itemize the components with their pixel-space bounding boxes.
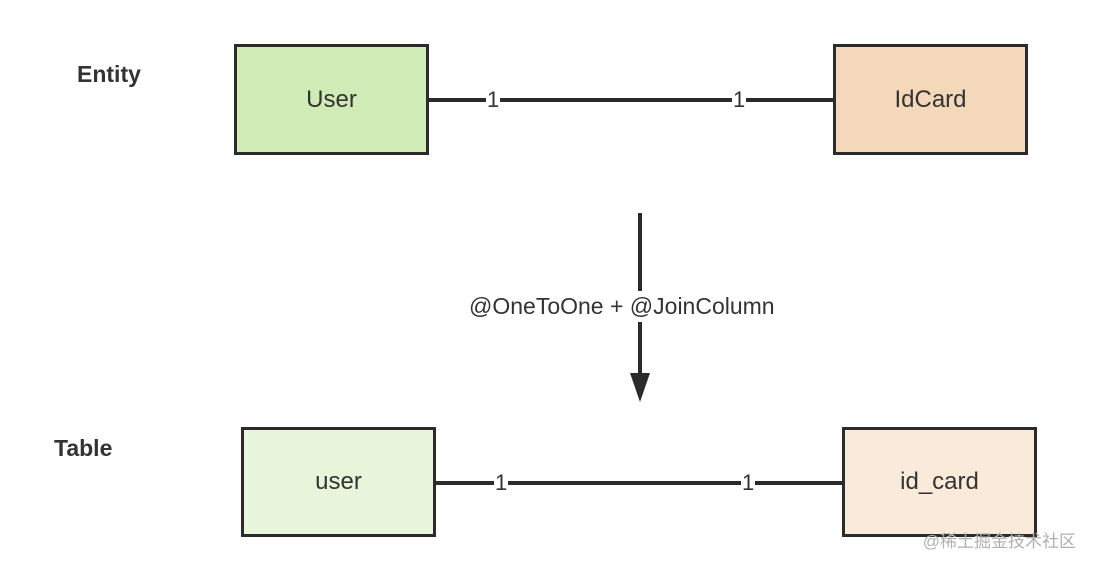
- entity-user-label: User: [306, 85, 357, 113]
- table-user-label: user: [315, 468, 362, 495]
- entity-right-cardinality: 1: [732, 87, 747, 112]
- entity-row-label: Entity: [77, 61, 141, 87]
- entity-idcard-box: IdCard: [833, 44, 1028, 155]
- table-user-box: user: [241, 427, 436, 537]
- table-left-cardinality: 1: [494, 470, 509, 495]
- entity-idcard-label: IdCard: [894, 85, 967, 113]
- table-right-cardinality: 1: [741, 470, 756, 495]
- watermark: @稀土掘金技术社区: [922, 532, 1076, 551]
- entity-left-cardinality: 1: [486, 87, 501, 112]
- entity-relation-line: [429, 98, 833, 102]
- table-idcard-box: id_card: [842, 427, 1037, 537]
- table-relation-line: [436, 481, 842, 485]
- table-idcard-label: id_card: [900, 468, 979, 495]
- mapping-arrow-head: [630, 373, 650, 402]
- table-row-label: Table: [54, 435, 113, 461]
- mapping-annotation-label: @OneToOne + @JoinColumn: [467, 291, 777, 322]
- entity-user-box: User: [234, 44, 429, 155]
